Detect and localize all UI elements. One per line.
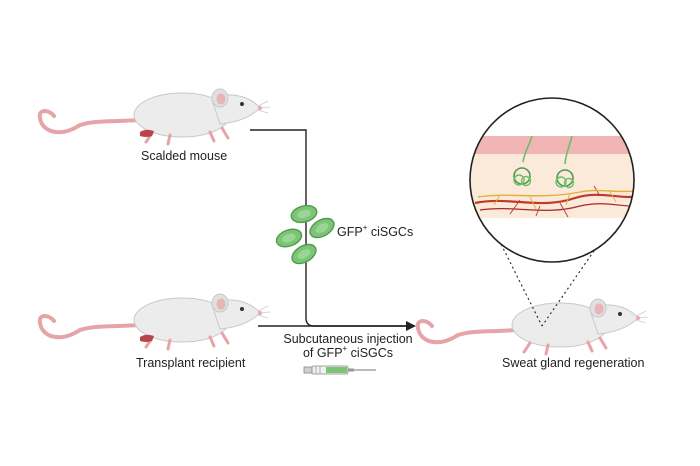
skin-section-icon <box>469 97 635 263</box>
injection-label: Subcutaneous injection of GFP+ ciSGCs <box>268 332 428 360</box>
arrow-head-icon <box>406 321 416 331</box>
scalded-mouse-icon <box>37 87 272 146</box>
scalded-mouse-label: Scalded mouse <box>141 149 228 163</box>
zoom-line-left <box>489 221 543 327</box>
recipient-mouse-label: Transplant recipient <box>136 356 246 370</box>
recipient-mouse-icon <box>37 292 272 351</box>
injection-label-line1: Subcutaneous injection <box>283 332 413 346</box>
injection-label-line2: of GFP+ ciSGCs <box>302 343 394 360</box>
regeneration-label: Sweat gland regeneration <box>502 356 645 370</box>
cells-label: GFP+ ciSGCs <box>337 222 414 239</box>
syringe-icon <box>303 365 376 375</box>
